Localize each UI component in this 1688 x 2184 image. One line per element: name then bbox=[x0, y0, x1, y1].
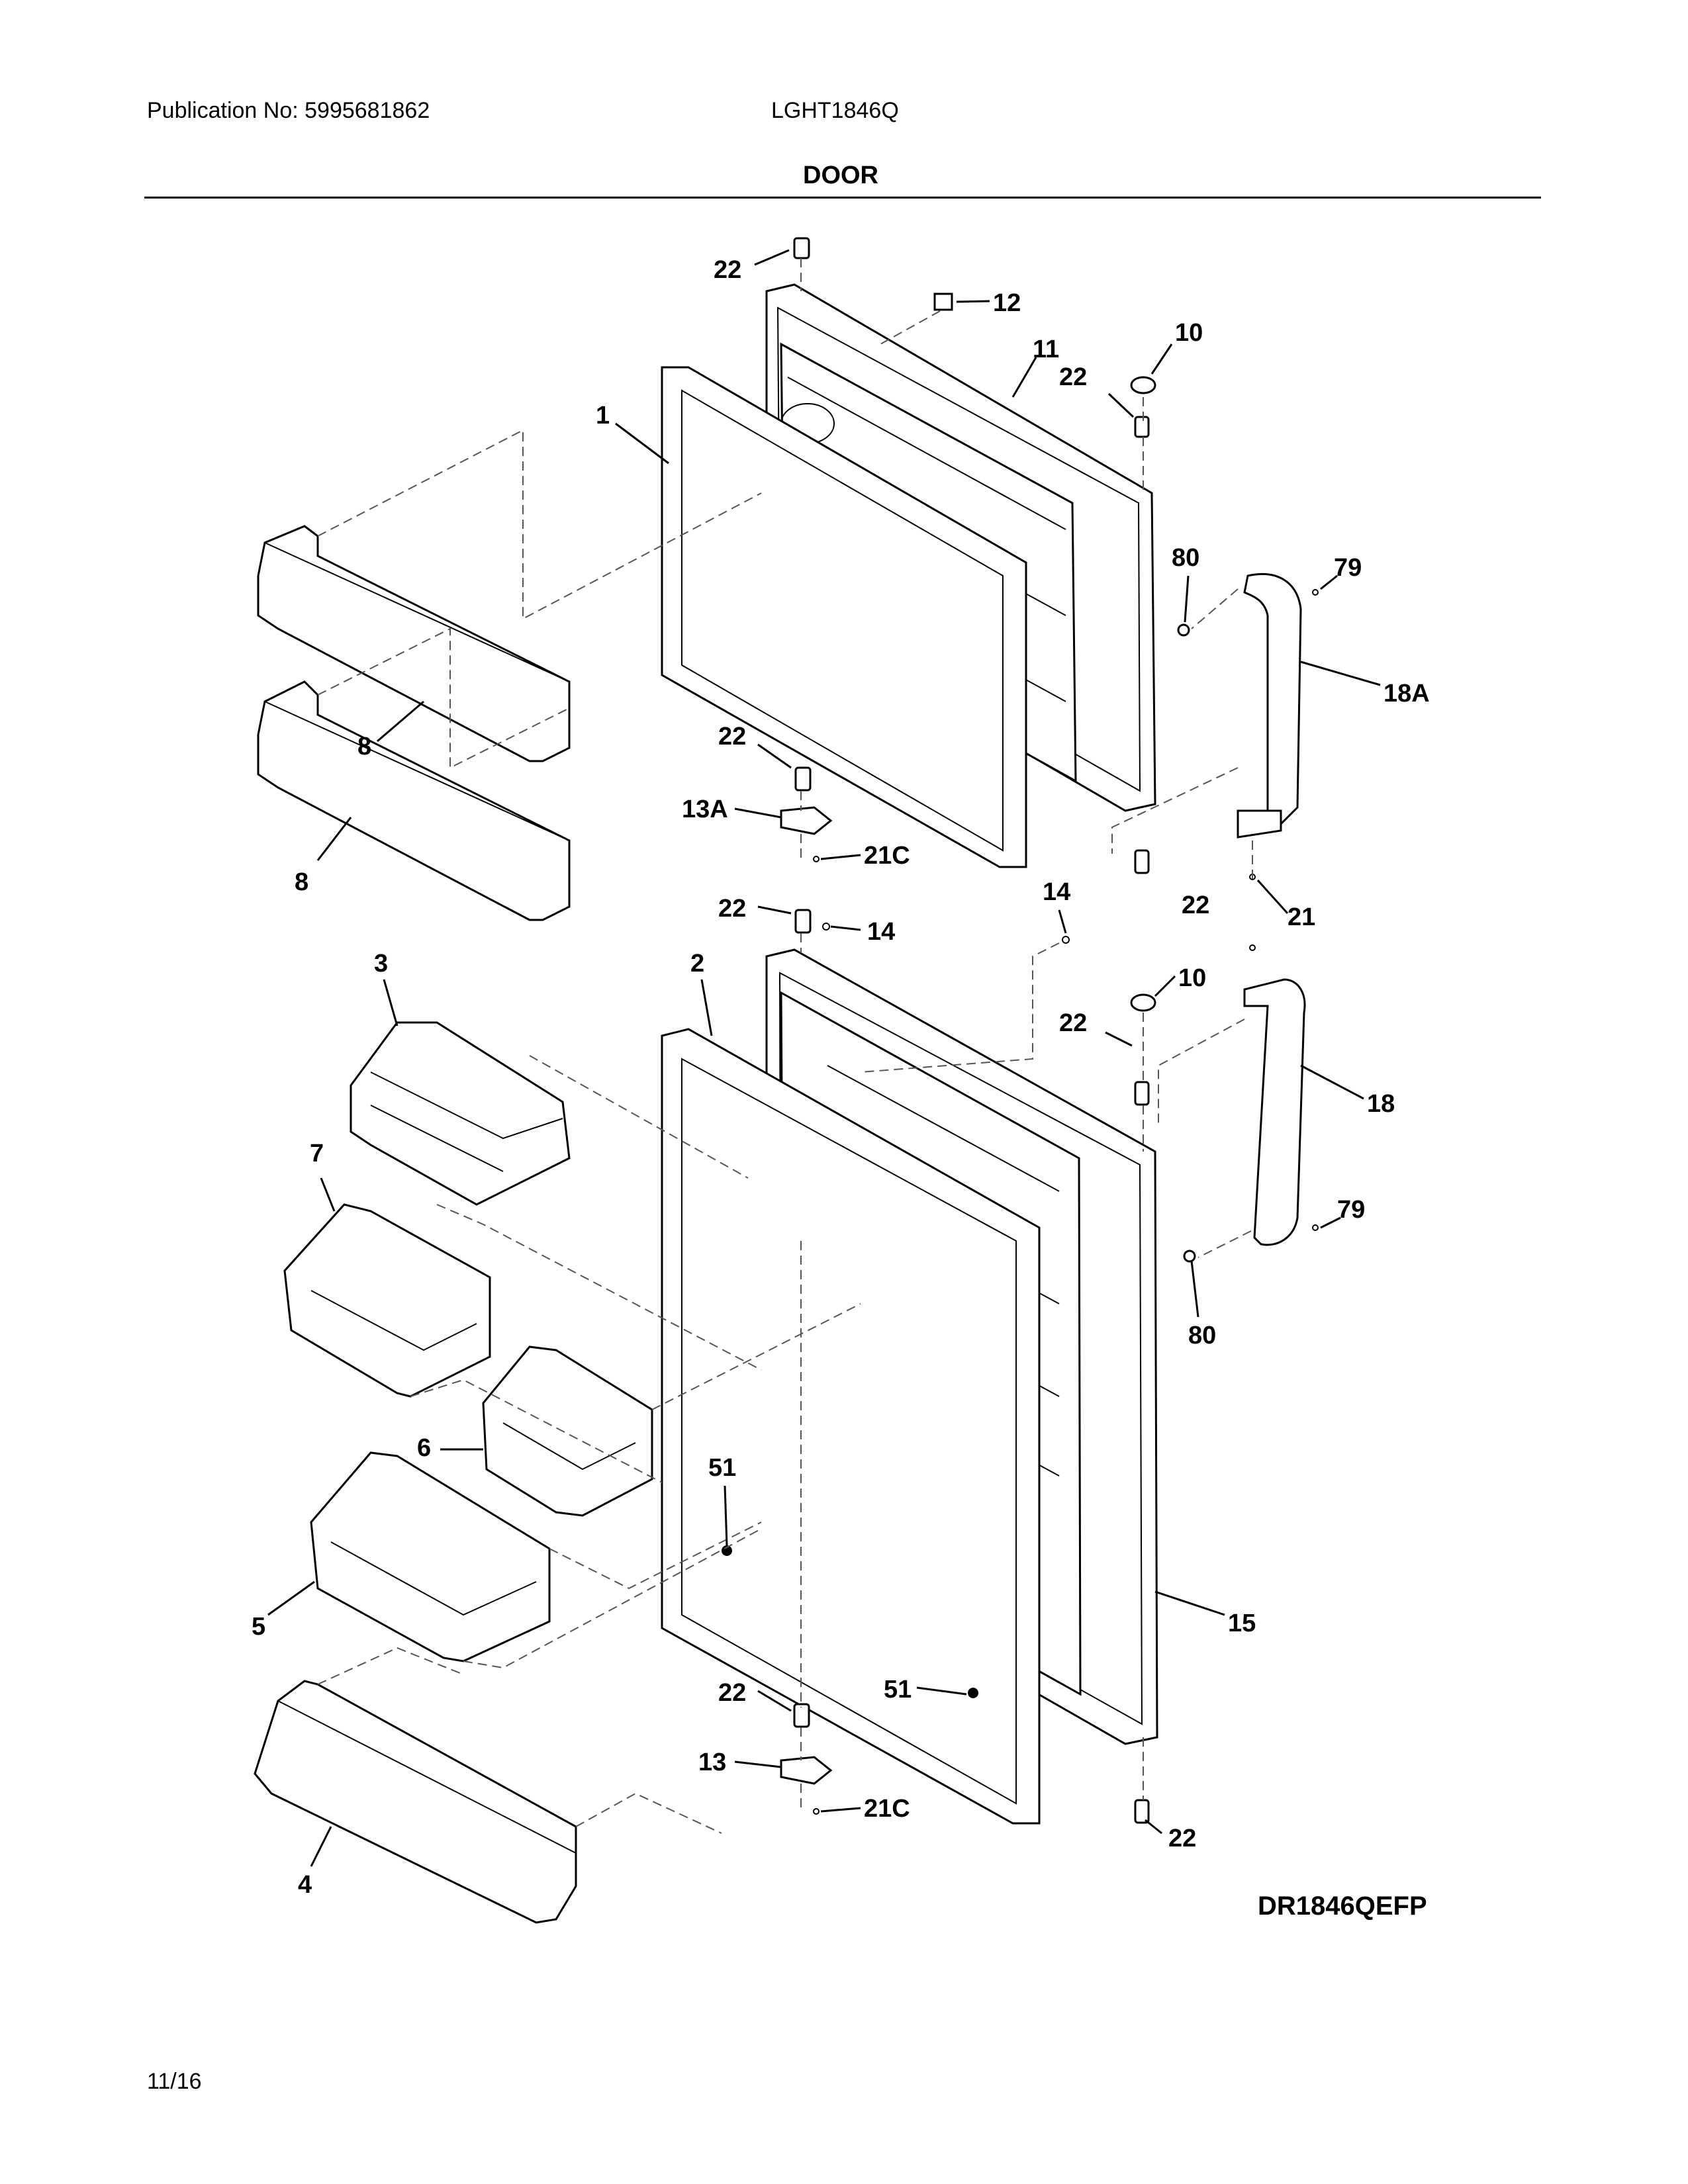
callout-18A: 18A bbox=[1383, 680, 1430, 707]
callout-8: 8 bbox=[357, 733, 371, 760]
callout-21C: 21C bbox=[864, 1795, 910, 1823]
page-number: 11/16 bbox=[147, 2069, 202, 2094]
fresh-food-door-gasket bbox=[661, 1028, 1041, 1825]
callout-8: 8 bbox=[295, 868, 308, 896]
door-bin-7 bbox=[283, 1203, 491, 1398]
callout-22: 22 bbox=[1168, 1825, 1196, 1852]
callout-80: 80 bbox=[1188, 1322, 1216, 1349]
page-title: DOOR bbox=[803, 161, 878, 189]
hinge-pins bbox=[793, 237, 1150, 1824]
callout-51: 51 bbox=[708, 1454, 736, 1482]
hinge-covers bbox=[1130, 376, 1156, 1012]
callout-22: 22 bbox=[1182, 891, 1209, 919]
hinges bbox=[780, 806, 833, 1785]
callout-6: 6 bbox=[417, 1434, 431, 1462]
callout-21: 21 bbox=[1288, 903, 1315, 931]
dairy-bin bbox=[350, 1021, 571, 1206]
screws-and-studs bbox=[813, 589, 1319, 1815]
freezer-handle bbox=[1237, 572, 1302, 839]
callout-2: 2 bbox=[690, 950, 704, 978]
door-bin-6 bbox=[482, 1345, 653, 1517]
callout-80: 80 bbox=[1172, 544, 1199, 572]
callout-3: 3 bbox=[374, 950, 388, 978]
callout-10: 10 bbox=[1178, 964, 1206, 992]
callout-22: 22 bbox=[718, 895, 746, 923]
assembly-dash-lines bbox=[317, 258, 1253, 1834]
callout-5: 5 bbox=[252, 1613, 265, 1641]
door-bin-5 bbox=[310, 1451, 551, 1662]
callout-22: 22 bbox=[718, 723, 746, 751]
callout-13A: 13A bbox=[682, 796, 728, 823]
callout-22: 22 bbox=[1059, 1009, 1087, 1037]
callout-14: 14 bbox=[1043, 878, 1070, 906]
callout-12: 12 bbox=[993, 289, 1021, 317]
callout-51: 51 bbox=[884, 1676, 912, 1704]
publication-number: Publication No: 5995681862 bbox=[147, 98, 430, 123]
door-bin-upper-1 bbox=[257, 525, 571, 762]
callout-11: 11 bbox=[1033, 336, 1059, 363]
callout-10: 10 bbox=[1175, 319, 1203, 347]
callout-1: 1 bbox=[596, 402, 610, 430]
header-rule bbox=[144, 197, 1541, 199]
callout-14: 14 bbox=[867, 918, 895, 946]
plugs bbox=[722, 1545, 978, 1698]
callout-7: 7 bbox=[310, 1140, 324, 1167]
callout-22: 22 bbox=[1059, 363, 1087, 391]
callout-79: 79 bbox=[1337, 1196, 1365, 1224]
callout-22: 22 bbox=[714, 256, 741, 284]
callout-79: 79 bbox=[1334, 554, 1362, 582]
part-12-label-plate bbox=[933, 293, 953, 311]
model-number: LGHT1846Q bbox=[771, 98, 899, 123]
door-bin-4 bbox=[254, 1680, 577, 1924]
door-bin-upper-2 bbox=[257, 680, 571, 921]
callout-13: 13 bbox=[698, 1749, 726, 1776]
leader-lines bbox=[267, 249, 1381, 1867]
callout-4: 4 bbox=[298, 1871, 312, 1899]
callout-21C: 21C bbox=[864, 842, 910, 870]
freezer-door-gasket bbox=[661, 366, 1027, 868]
callout-18: 18 bbox=[1367, 1090, 1395, 1118]
diagram-code: DR1846QEFP bbox=[1258, 1891, 1427, 1921]
callout-15: 15 bbox=[1228, 1610, 1256, 1637]
fresh-food-handle bbox=[1243, 978, 1306, 1246]
callout-22: 22 bbox=[718, 1679, 746, 1707]
